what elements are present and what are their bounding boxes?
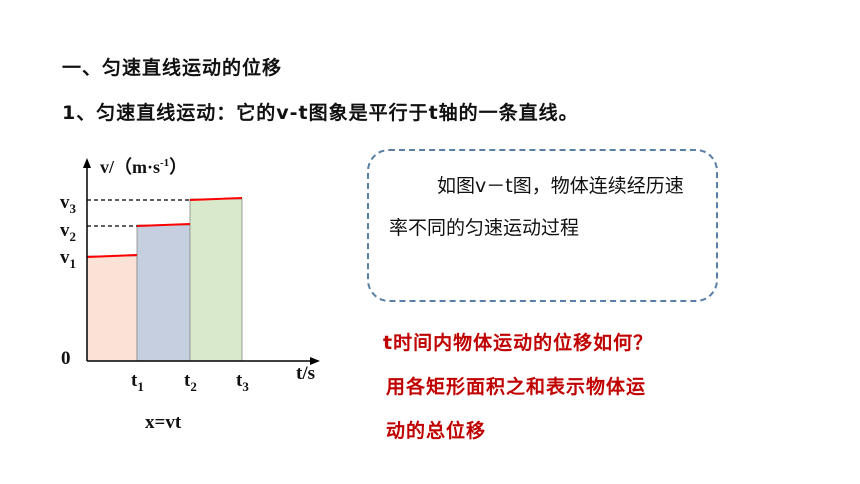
answer-line-2: 动的总位移 bbox=[386, 420, 487, 442]
section-heading: 一、匀速直线运动的位移 bbox=[62, 57, 283, 79]
t1-label: t1 bbox=[131, 370, 144, 394]
area-segment-1 bbox=[86, 255, 138, 362]
x-axis-label: t/s bbox=[296, 363, 315, 384]
t3-label: t3 bbox=[236, 370, 249, 394]
origin-label: 0 bbox=[61, 348, 71, 369]
velocity-line-2 bbox=[136, 223, 191, 227]
x-axis-arrow bbox=[310, 357, 320, 365]
description-text: 如图v－t图，物体连续经历速率不同的匀速运动过程 bbox=[389, 175, 684, 239]
y-axis-arrow bbox=[83, 158, 91, 168]
answer-line-1: 用各矩形面积之和表示物体运 bbox=[386, 376, 647, 398]
y-axis-label: v/（m·s-1） bbox=[100, 157, 187, 177]
question-text: t时间内物体运动的位移如何？ bbox=[383, 332, 654, 354]
description-box: 如图v－t图，物体连续经历速率不同的匀速运动过程 bbox=[367, 149, 718, 302]
v3-label: v3 bbox=[60, 192, 77, 216]
subheading: 1、匀速直线运动：它的v-t图象是平行于t轴的一条直线。 bbox=[62, 102, 579, 124]
t2-label: t2 bbox=[184, 370, 197, 394]
area-segment-3 bbox=[189, 198, 243, 362]
area-segment-2 bbox=[136, 224, 191, 362]
v1-label: v1 bbox=[60, 247, 76, 271]
velocity-line-3 bbox=[189, 197, 243, 201]
v2-label: v2 bbox=[60, 220, 76, 244]
velocity-line-1 bbox=[86, 254, 138, 258]
formula-label: x=vt bbox=[145, 412, 182, 433]
